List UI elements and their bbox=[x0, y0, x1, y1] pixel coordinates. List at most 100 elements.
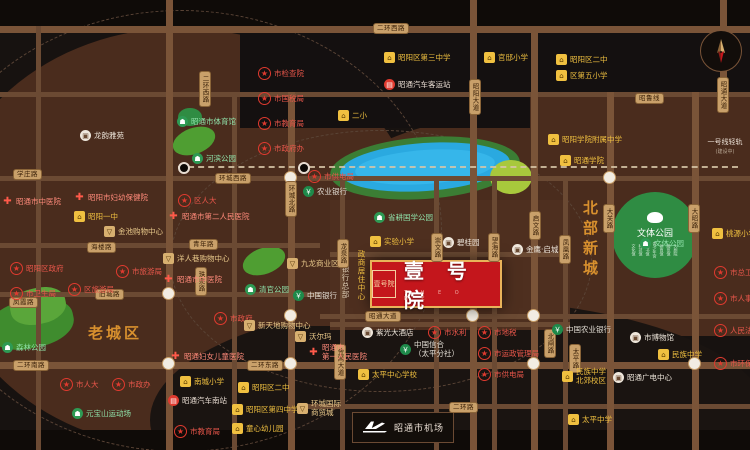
poi-label: 昭通市中医院 bbox=[16, 197, 61, 206]
poi-marker[interactable]: ★市教育局 bbox=[258, 117, 304, 130]
star-icon: ★ bbox=[60, 378, 73, 391]
road-label: 昭鲁线 bbox=[636, 94, 663, 103]
poi-marker[interactable]: ★市政府 bbox=[214, 312, 253, 325]
poi-marker[interactable]: ★市总工会 bbox=[714, 266, 750, 279]
road-v-12 bbox=[692, 92, 699, 450]
poi-marker[interactable]: ▣市博物馆 bbox=[630, 332, 674, 343]
poi-marker[interactable]: ⌂民族中学 bbox=[658, 349, 702, 360]
poi-marker[interactable]: ⌂昭阳区第四中学 bbox=[232, 404, 299, 415]
poi-marker[interactable]: ⌂官邸小学 bbox=[484, 52, 528, 63]
poi-marker[interactable]: ⌂太平中心学校 bbox=[358, 369, 417, 380]
poi-marker[interactable]: ★市卫生局 bbox=[10, 287, 56, 300]
poi-marker[interactable]: ▽环城国际 商贸城 bbox=[297, 399, 341, 417]
star-icon: ★ bbox=[714, 324, 727, 337]
poi-label: 森林公园 bbox=[16, 343, 46, 352]
poi-marker[interactable]: ☗森林公园 bbox=[2, 342, 46, 353]
poi-marker[interactable]: ✚昭通市中医院 bbox=[163, 274, 222, 285]
star-icon: ★ bbox=[258, 67, 271, 80]
poi-marker[interactable]: ⌂桃源小学 bbox=[712, 228, 750, 239]
poi-label: 市人事局 bbox=[730, 294, 750, 303]
project-banner[interactable]: 壹号院 壹 号 院 T H E O N E bbox=[370, 259, 502, 312]
poi-marker[interactable]: ▣龙韵雅苑 bbox=[80, 130, 124, 141]
poi-label: 市地税 bbox=[494, 328, 517, 337]
poi-marker[interactable]: ✚昭通市 第一人民医院 bbox=[308, 343, 367, 361]
poi-marker[interactable]: ★市政府办 bbox=[258, 142, 304, 155]
poi-marker[interactable]: ⌂太平中学 bbox=[568, 414, 612, 425]
poi-marker[interactable]: ★市人事局 bbox=[714, 292, 750, 305]
poi-marker[interactable]: ★市检查院 bbox=[258, 67, 304, 80]
road-v-4 bbox=[288, 92, 295, 450]
poi-marker[interactable]: ⌂昭阳区二中 bbox=[556, 54, 608, 65]
poi-marker[interactable]: ⌂昭阳学院附属中学 bbox=[548, 134, 622, 145]
poi-marker[interactable]: ✚昭通市中医院 bbox=[2, 196, 61, 207]
bus-icon: ▤ bbox=[168, 395, 179, 406]
poi-marker[interactable]: ★市环保局 bbox=[714, 357, 750, 370]
airport-legend[interactable]: 昭通市机场 bbox=[352, 412, 455, 443]
junction-node bbox=[284, 309, 297, 322]
poi-marker[interactable]: ★区旅游局 bbox=[68, 283, 114, 296]
poi-marker[interactable]: ⌂区第五小学 bbox=[556, 70, 608, 81]
poi-marker[interactable]: ★市政办 bbox=[112, 378, 151, 391]
poi-label: 市检查院 bbox=[274, 69, 304, 78]
poi-marker[interactable]: ▽九龙商业区 bbox=[287, 258, 339, 269]
poi-marker[interactable]: ★市运政管理局 bbox=[478, 347, 539, 360]
poi-marker[interactable]: ★市水利 bbox=[428, 326, 467, 339]
poi-marker[interactable]: ★市供电局 bbox=[478, 368, 524, 381]
poi-marker[interactable]: ⌂童心幼儿园 bbox=[232, 423, 284, 434]
poi-marker[interactable]: ▽洋人巷购物中心 bbox=[163, 253, 230, 264]
poi-marker[interactable]: ▣金鹰·启城 bbox=[512, 244, 558, 255]
poi-marker[interactable]: ￥农业银行 bbox=[303, 186, 347, 197]
poi-marker[interactable]: ☗省耕国学公园 bbox=[374, 212, 433, 223]
poi-marker[interactable]: ▤昭通汽车南站 bbox=[168, 395, 227, 406]
bank-icon: ￥ bbox=[303, 186, 314, 197]
poi-marker[interactable]: ￥中国信合 （太平分社） bbox=[400, 340, 459, 358]
poi-marker[interactable]: ☗文体公园 bbox=[640, 238, 684, 249]
school-icon: ⌂ bbox=[232, 404, 243, 415]
poi-marker[interactable]: ★市教育局 bbox=[174, 425, 220, 438]
star-icon: ★ bbox=[116, 265, 129, 278]
poi-marker[interactable]: ✚昭通妇女儿童医院 bbox=[170, 351, 244, 362]
poi-marker[interactable]: ▣昭通广电中心 bbox=[613, 372, 672, 383]
project-subtitle: T H E O N E bbox=[404, 290, 465, 302]
poi-marker[interactable]: ✚昭阳市妇幼保健院 bbox=[74, 192, 148, 203]
poi-marker[interactable]: ★市供电局 bbox=[308, 170, 354, 183]
school-icon: ⌂ bbox=[338, 110, 349, 121]
star-icon: ★ bbox=[714, 266, 727, 279]
poi-label: 昭阳区二中 bbox=[570, 55, 608, 64]
poi-marker[interactable]: ☗元宝山运动场 bbox=[72, 408, 131, 419]
poi-marker[interactable]: ⌂昭阳区二中 bbox=[238, 382, 290, 393]
poi-marker[interactable]: ⌂民族中学 北郊校区 bbox=[562, 367, 606, 385]
poi-marker[interactable]: ✚昭通市第二人民医院 bbox=[168, 211, 249, 222]
poi-marker[interactable]: ★市人大 bbox=[60, 378, 99, 391]
poi-marker[interactable]: ★人民法院 bbox=[714, 324, 750, 337]
poi-marker[interactable]: ★市国税局 bbox=[258, 92, 304, 105]
poi-marker[interactable]: ★昭阳区政府 bbox=[10, 262, 64, 275]
poi-marker[interactable]: ⌂二小 bbox=[338, 110, 367, 121]
poi-marker[interactable]: ▽金池购物中心 bbox=[104, 226, 163, 237]
poi-marker[interactable]: ⌂实验小学 bbox=[370, 236, 414, 247]
poi-marker[interactable]: ▣碧桂园 bbox=[443, 237, 480, 248]
star-icon: ★ bbox=[258, 142, 271, 155]
poi-marker[interactable]: ☗清官公园 bbox=[245, 284, 289, 295]
star-icon: ★ bbox=[178, 194, 191, 207]
poi-marker[interactable]: ￥中国银行 bbox=[293, 290, 337, 301]
hospital-icon: ✚ bbox=[169, 211, 178, 222]
poi-label: 民族中学 北郊校区 bbox=[576, 367, 606, 385]
poi-marker[interactable]: ☗昭通市体育馆 bbox=[177, 116, 236, 127]
poi-marker[interactable]: ▽新天地购物中心 bbox=[244, 320, 311, 331]
poi-marker[interactable]: ￥中国农业银行 bbox=[552, 324, 611, 335]
poi-marker[interactable]: ▤昭通汽车客运站 bbox=[384, 79, 451, 90]
poi-marker[interactable]: ⌂昭阳区第三中学 bbox=[384, 52, 451, 63]
poi-marker[interactable]: ⌂昭阳一中 bbox=[74, 211, 118, 222]
poi-marker[interactable]: ⌂昭通学院 bbox=[560, 155, 604, 166]
poi-marker[interactable]: ▣紫光大酒店 bbox=[362, 327, 414, 338]
poi-marker[interactable]: ★区人大 bbox=[178, 194, 217, 207]
poi-marker[interactable]: ★市地税 bbox=[478, 326, 517, 339]
poi-marker[interactable]: ★市旅游局 bbox=[116, 265, 162, 278]
bank-icon: ￥ bbox=[293, 290, 304, 301]
poi-marker[interactable]: ☗河滨公园 bbox=[192, 153, 236, 164]
road-h-9 bbox=[330, 252, 570, 257]
poi-marker[interactable]: ▽沃尔玛 bbox=[295, 331, 332, 342]
poi-marker[interactable]: ⌂南城小学 bbox=[180, 376, 224, 387]
